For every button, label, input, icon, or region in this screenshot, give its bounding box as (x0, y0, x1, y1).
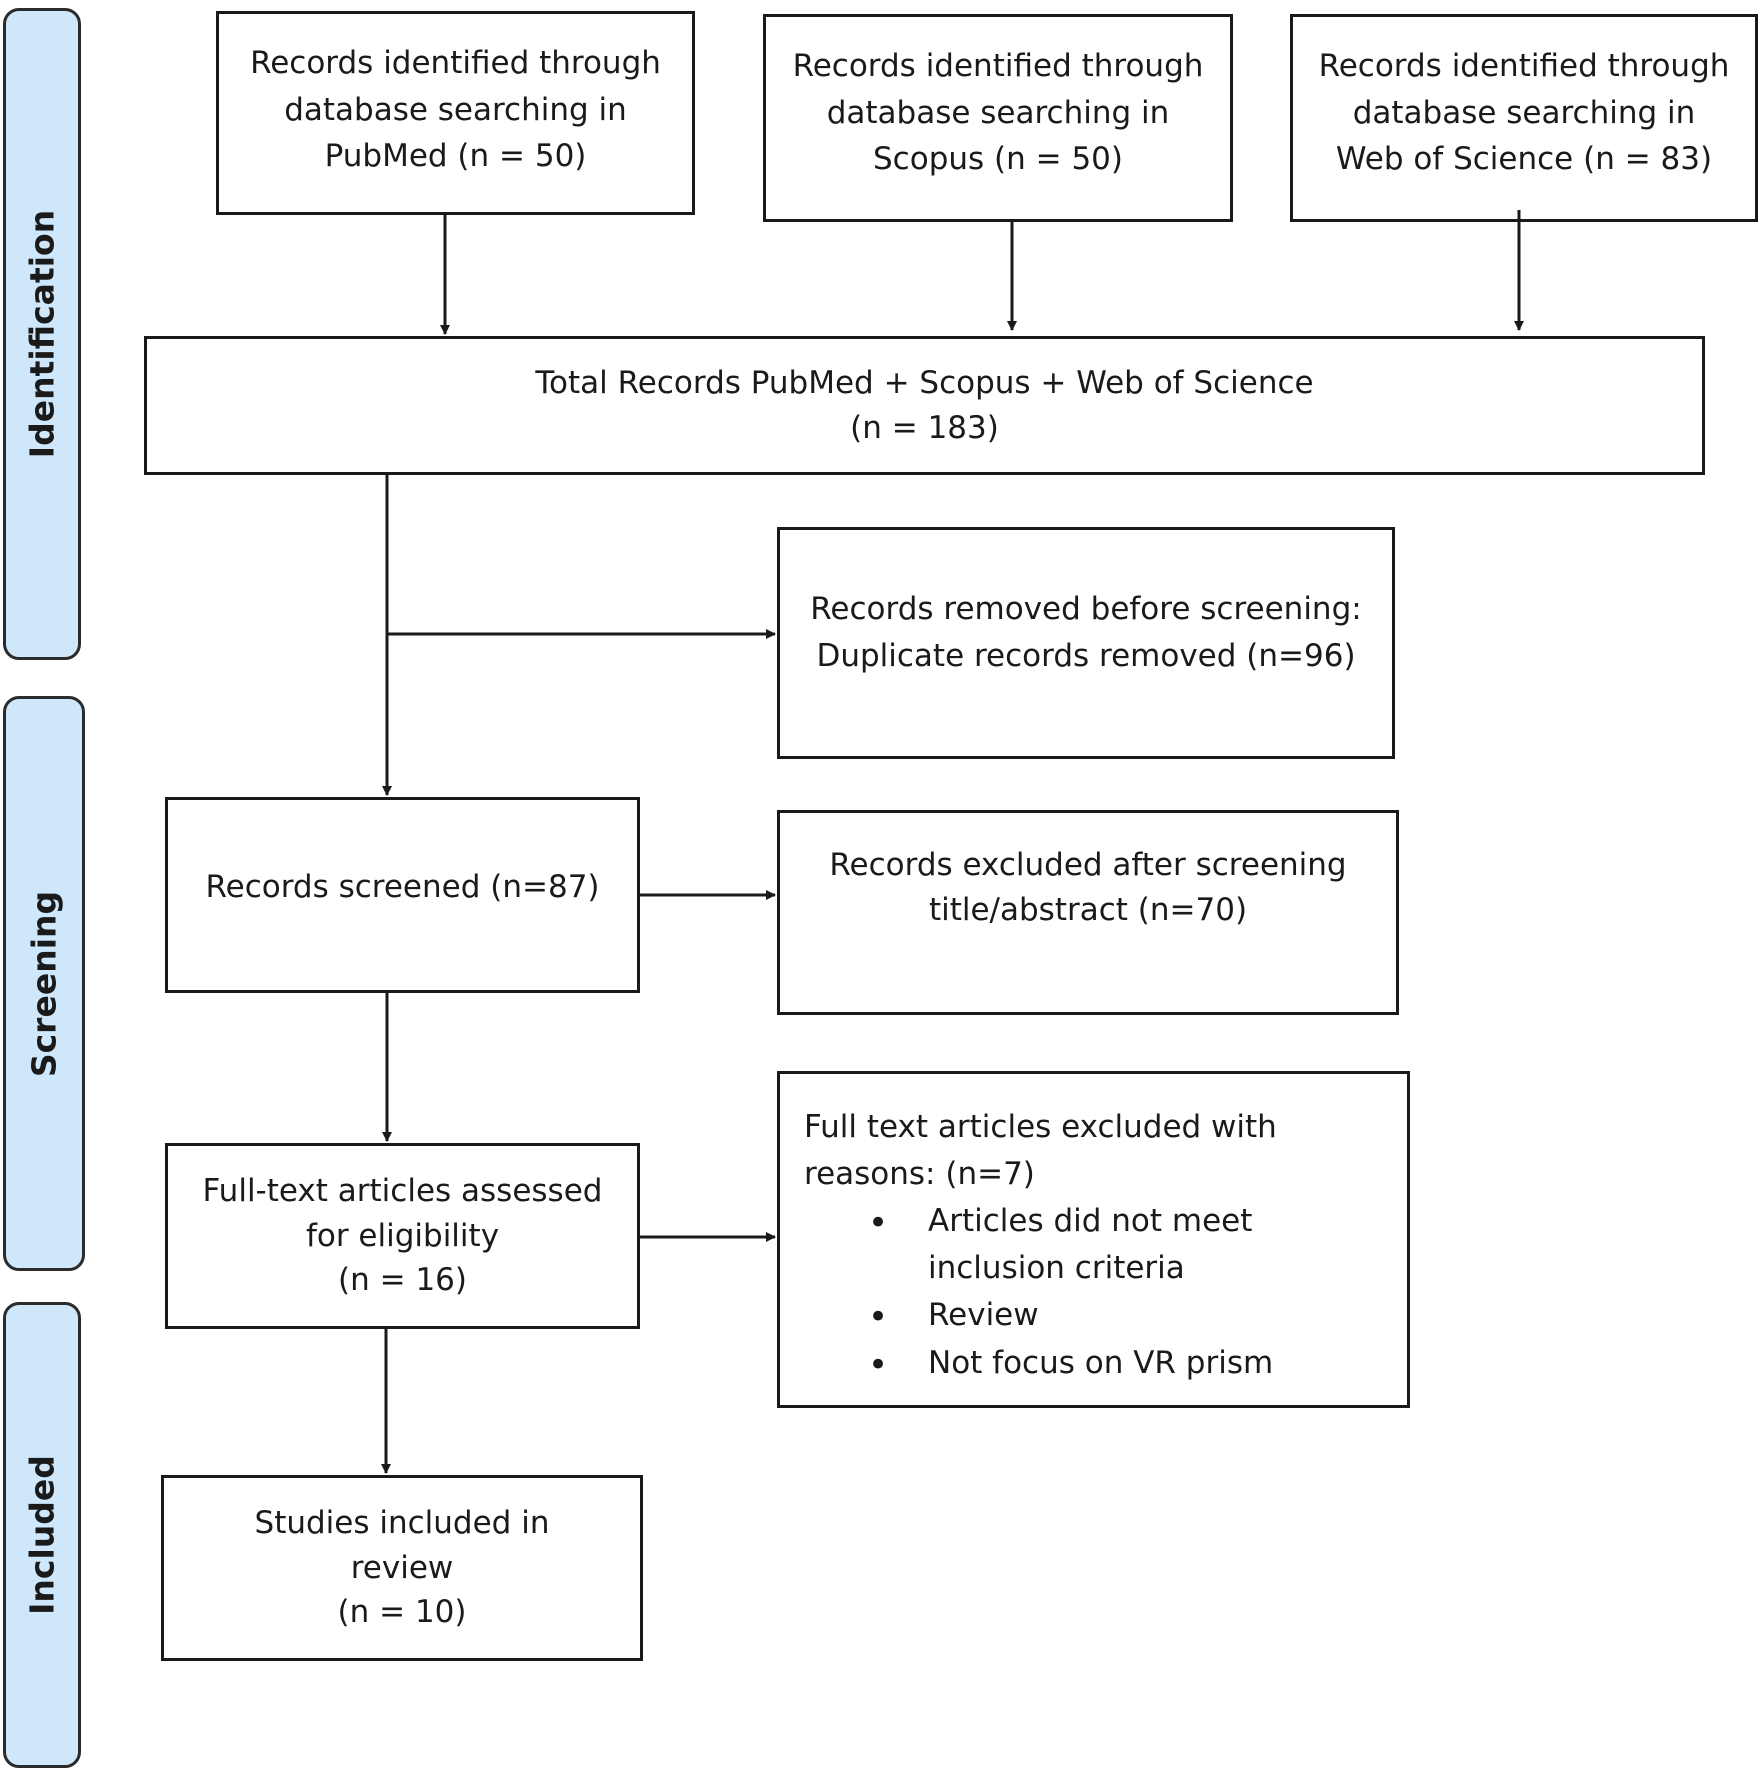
excluded-screening-line-2: title/abstract (n=70) (928, 891, 1248, 928)
box-records-removed: Records removed before screening: Duplic… (777, 527, 1395, 759)
wos-line-2: database searching in (1352, 94, 1696, 131)
included-line-2: review (350, 1549, 454, 1586)
pubmed-line-2: database searching in (284, 91, 627, 128)
fulltext-line-2: for eligibility (305, 1217, 500, 1254)
total-line-1: Total Records PubMed + Scopus + Web of S… (535, 364, 1314, 401)
fulltext-line-1: Full-text articles assessed (202, 1172, 603, 1209)
exclusion-reason-1: Articles did not meet inclusion criteria (804, 1198, 1258, 1292)
fulltext-excluded-heading-2: reasons: (n=7) (804, 1156, 1035, 1193)
excluded-screening-line-1: Records excluded after screening (829, 847, 1347, 883)
scopus-line-1: Records identified through (792, 48, 1204, 84)
scopus-line-2: database searching in (826, 94, 1170, 131)
included-line-1: Studies included in (254, 1504, 550, 1541)
exclusion-reasons-list: Articles did not meet inclusion criteria… (804, 1198, 1383, 1392)
exclusion-reason-2: Review (804, 1292, 1383, 1344)
phase-included: Included (3, 1302, 81, 1768)
box-records-screened: Records screened (n=87) (165, 797, 640, 993)
exclusion-reason-3: Not focus on VR prism (804, 1340, 1383, 1392)
phase-screening: Screening (3, 696, 85, 1271)
box-studies-included: Studies included in review (n = 10) (161, 1475, 643, 1661)
box-pubmed: Records identified through database sear… (216, 11, 695, 215)
screened-line-1: Records screened (n=87) (205, 868, 600, 905)
wos-line-3: Web of Science (n = 83) (1335, 141, 1713, 177)
box-web-of-science: Records identified through database sear… (1290, 14, 1758, 222)
fulltext-line-3: (n = 16) (338, 1262, 467, 1299)
included-line-3: (n = 10) (337, 1594, 467, 1631)
box-scopus: Records identified through database sear… (763, 14, 1233, 222)
scopus-line-3: Scopus (n = 50) (873, 141, 1123, 177)
removed-line-2: Duplicate records removed (n=96) (816, 637, 1356, 674)
box-excluded-screening: Records excluded after screening title/a… (777, 810, 1399, 1015)
pubmed-line-3: PubMed (n = 50) (324, 138, 587, 174)
box-fulltext-assessed: Full-text articles assessed for eligibil… (165, 1143, 640, 1329)
phase-identification: Identification (3, 8, 81, 660)
pubmed-line-1: Records identified through (250, 45, 661, 81)
box-total-records: Total Records PubMed + Scopus + Web of S… (144, 336, 1705, 475)
total-line-2: (n = 183) (850, 409, 999, 446)
removed-line-1: Records removed before screening: (810, 591, 1362, 627)
wos-line-1: Records identified through (1318, 48, 1730, 84)
box-fulltext-excluded: Full text articles excluded with reasons… (777, 1071, 1410, 1408)
fulltext-excluded-heading-1: Full text articles excluded with (804, 1109, 1277, 1145)
